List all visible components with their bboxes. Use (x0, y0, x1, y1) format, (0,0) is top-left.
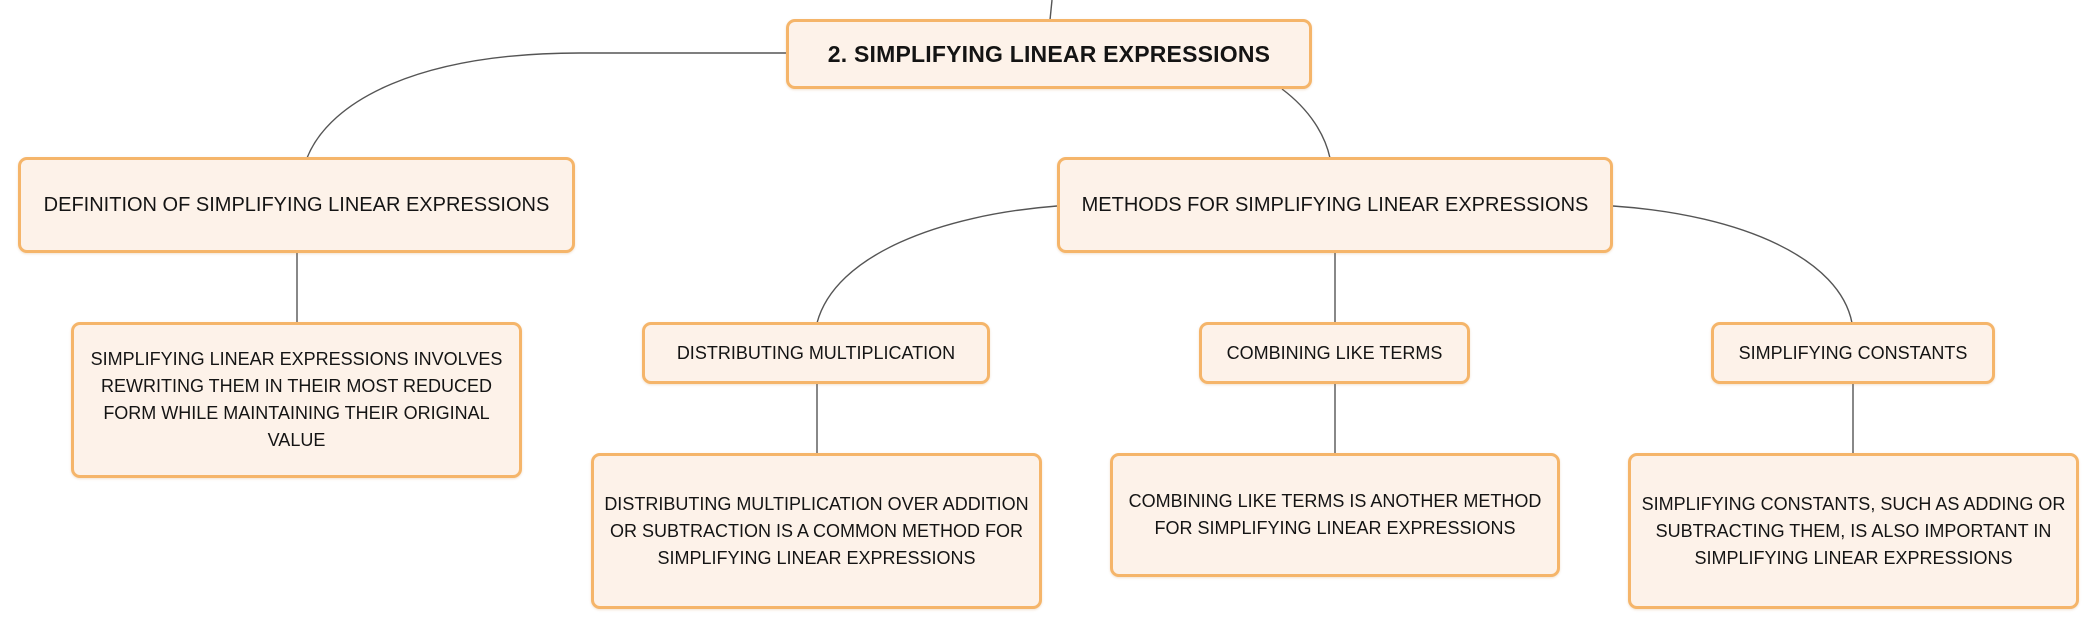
methods-label: METHODS FOR SIMPLIFYING LINEAR EXPRESSIO… (1081, 193, 1589, 216)
combining-detail-node[interactable]: COMBINING LIKE TERMS IS ANOTHER METHOD F… (1110, 453, 1560, 577)
connector-root-methods (1281, 88, 1331, 159)
definition-node[interactable]: DEFINITION OF SIMPLIFYING LINEAR EXPRESS… (18, 157, 575, 253)
distributing-label: DISTRIBUTING MULTIPLICATION (676, 342, 956, 363)
methods-node[interactable]: METHODS FOR SIMPLIFYING LINEAR EXPRESSIO… (1057, 157, 1613, 253)
distributing-detail-node[interactable]: DISTRIBUTING MULTIPLICATION OVER ADDITIO… (591, 453, 1042, 609)
constants-detail-text: SIMPLIFYING CONSTANTS, SUCH AS ADDING OR… (1641, 493, 2066, 568)
root-node[interactable]: 2. SIMPLIFYING LINEAR EXPRESSIONS (786, 19, 1312, 89)
root-label: 2. SIMPLIFYING LINEAR EXPRESSIONS (827, 40, 1271, 67)
distributing-node[interactable]: DISTRIBUTING MULTIPLICATION (642, 322, 990, 384)
combining-label: COMBINING LIKE TERMS (1226, 342, 1443, 363)
combining-detail-text: COMBINING LIKE TERMS IS ANOTHER METHOD F… (1128, 491, 1542, 538)
distributing-detail-text: DISTRIBUTING MULTIPLICATION OVER ADDITIO… (604, 493, 1029, 568)
connector-methods-distributing (816, 205, 1058, 324)
constants-label: SIMPLIFYING CONSTANTS (1738, 342, 1968, 363)
combining-node[interactable]: COMBINING LIKE TERMS (1199, 322, 1470, 384)
definition-detail-node[interactable]: SIMPLIFYING LINEAR EXPRESSIONS INVOLVES … (71, 322, 522, 478)
constants-node[interactable]: SIMPLIFYING CONSTANTS (1711, 322, 1995, 384)
definition-label: DEFINITION OF SIMPLIFYING LINEAR EXPRESS… (43, 193, 550, 216)
constants-detail-node[interactable]: SIMPLIFYING CONSTANTS, SUCH AS ADDING OR… (1628, 453, 2079, 609)
definition-detail-text: SIMPLIFYING LINEAR EXPRESSIONS INVOLVES … (90, 349, 503, 450)
connector-methods-constants (1612, 205, 1853, 324)
connector-parent-root (1049, 0, 1053, 21)
connector-root-definition (306, 52, 789, 159)
